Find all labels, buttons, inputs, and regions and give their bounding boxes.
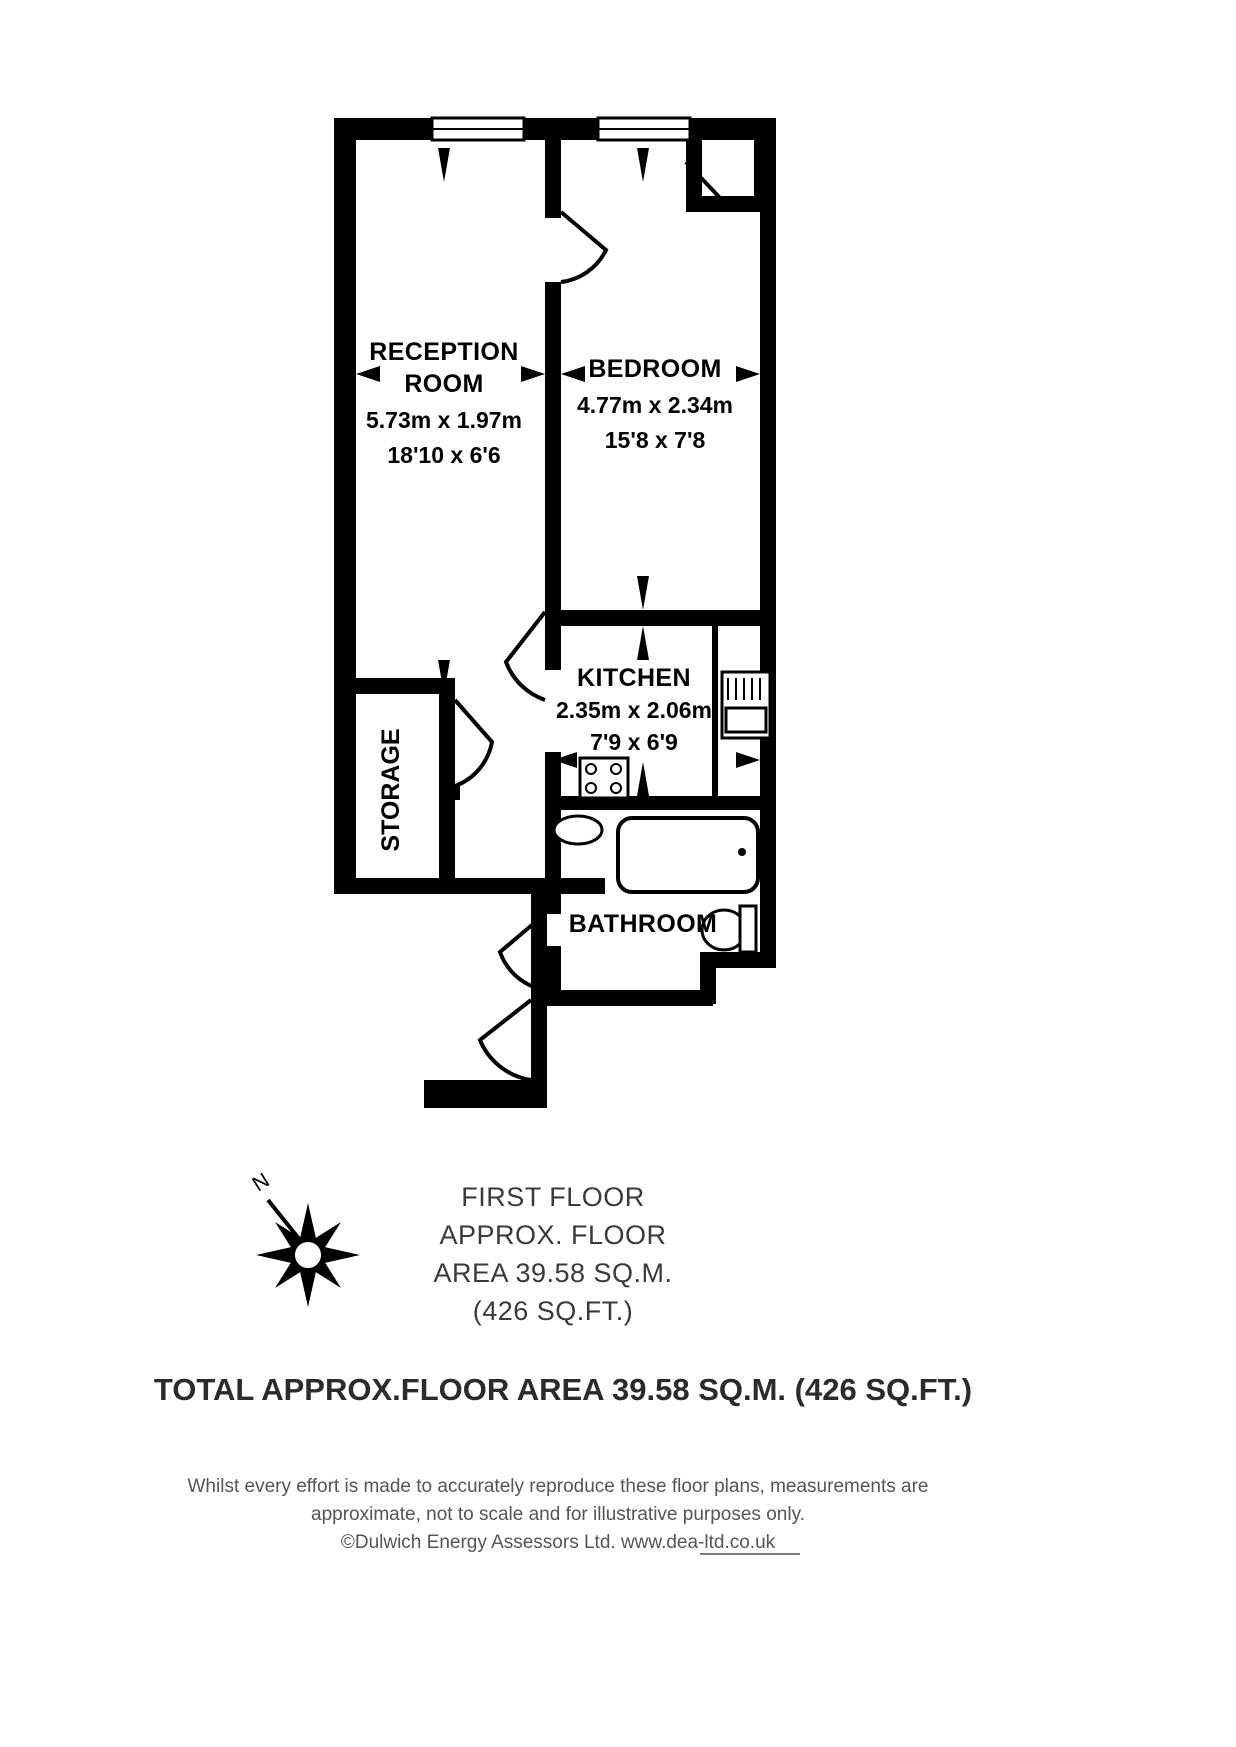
wall-kitchen-top <box>545 610 776 626</box>
washbasin-icon <box>552 814 604 846</box>
wall-storage-right <box>439 694 455 878</box>
total-floor-area-text: TOTAL APPROX.FLOOR AREA 39.58 SQ.M. (426… <box>154 1372 972 1407</box>
reception-room-label-line1: RECEPTION <box>369 338 518 366</box>
wall-top-left-stub <box>334 118 434 140</box>
door-kitchen <box>503 610 547 702</box>
disclaimer-line-2: approximate, not to scale and for illust… <box>311 1504 805 1525</box>
wall-storage-bottom <box>345 878 605 894</box>
wall-divider-lower <box>545 282 561 612</box>
compass-hub <box>291 1238 325 1272</box>
wall-bathroom-bottom <box>545 990 713 1006</box>
windows-group <box>430 116 692 142</box>
dim-arrow-kitchen-depth-bottom <box>637 762 649 796</box>
kitchen-label: KITCHEN <box>577 664 691 692</box>
summary-line-1: FIRST FLOOR <box>461 1182 645 1212</box>
floor-summary-block: FIRST FLOOR APPROX. FLOOR AREA 39.58 SQ.… <box>433 1182 672 1326</box>
wall-right-bedroom <box>760 206 776 626</box>
dim-arrow-kitchen-depth-top <box>637 626 649 660</box>
door-bathroom <box>497 912 547 992</box>
wall-bathroom-step <box>700 952 776 968</box>
bathroom-label: BATHROOM <box>569 910 718 938</box>
dim-arrow-reception-right <box>521 366 545 382</box>
bedroom-label: BEDROOM <box>588 355 721 383</box>
compass-point-s <box>299 1261 317 1307</box>
bedroom-metric: 4.77m x 2.34m <box>577 392 733 418</box>
doors-group <box>450 160 761 1082</box>
dim-arrow-bedroom-depth <box>637 576 649 610</box>
dim-arrow-reception-vertical <box>438 148 450 182</box>
wall-storage-top <box>345 678 455 694</box>
wall-bathroom-left-lower <box>545 946 561 1006</box>
dimension-arrows-group <box>356 148 760 796</box>
wall-hall-bottom <box>424 1080 547 1096</box>
wall-hall-bottom2 <box>424 1094 547 1108</box>
wall-divider-upper <box>545 118 561 218</box>
wall-kitchen-left-lower <box>545 752 561 808</box>
wall-right-upper <box>754 118 776 208</box>
dim-arrow-reception-left <box>356 366 380 382</box>
toilet-cistern-icon <box>738 904 758 954</box>
reception-room-imperial: 18'10 x 6'6 <box>387 442 500 468</box>
hob-burner-3 <box>585 782 597 794</box>
storage-label: STORAGE <box>377 728 405 851</box>
summary-line-4: (426 SQ.FT.) <box>473 1296 634 1326</box>
compass-point-sw <box>275 1261 302 1288</box>
dim-arrow-kitchen-right <box>736 752 760 768</box>
dim-arrow-bedroom-right <box>736 366 760 382</box>
disclaimer-line-3: ©Dulwich Energy Assessors Ltd. www.dea-l… <box>341 1532 776 1553</box>
dim-arrow-bedroom-vertical <box>637 148 649 182</box>
disclaimer-line-1: Whilst every effort is made to accuratel… <box>188 1476 929 1497</box>
summary-line-3: AREA 39.58 SQ.M. <box>433 1258 672 1288</box>
compass-point-se <box>314 1261 341 1288</box>
wall-left-outer <box>334 118 356 894</box>
bathtub-drain <box>738 848 746 856</box>
compass-point-nw <box>275 1222 302 1249</box>
bathtub-icon <box>616 816 760 894</box>
compass-point-e <box>314 1246 360 1264</box>
dim-arrow-kitchen-left <box>553 752 577 768</box>
walls-group <box>334 118 776 1108</box>
bedroom-imperial: 15'8 x 7'8 <box>605 427 706 453</box>
compass-point-n <box>299 1203 317 1249</box>
kitchen-fixtures-group <box>578 670 772 800</box>
disclaimer-block: Whilst every effort is made to accuratel… <box>188 1476 929 1555</box>
kitchen-imperial: 7'9 x 6'9 <box>590 729 678 755</box>
compass-point-w <box>256 1246 302 1264</box>
door-storage <box>453 698 495 788</box>
hob-burner-2 <box>610 763 622 775</box>
compass-rose-icon: N <box>248 1169 360 1307</box>
kitchen-metric: 2.35m x 2.06m <box>556 697 712 723</box>
dim-arrow-storage <box>438 660 450 694</box>
compass-point-ne <box>314 1222 341 1249</box>
bathroom-fixtures-group <box>552 814 760 954</box>
hob-burner-4 <box>610 782 622 794</box>
compass-north-needle <box>266 1198 302 1242</box>
compass-star <box>256 1203 360 1307</box>
wall-kitchen-right-divider <box>712 610 718 800</box>
sink-basin <box>724 706 768 734</box>
door-hall-entry <box>477 998 533 1082</box>
wall-top-right-stub <box>686 118 776 140</box>
wall-alcove-left <box>686 140 702 212</box>
reception-room-label-line2: ROOM <box>404 370 483 398</box>
wall-kitchen-left-upper <box>545 610 561 670</box>
hob-burner-1 <box>585 763 597 775</box>
reception-room-metric: 5.73m x 1.97m <box>366 407 522 433</box>
door-bedroom-alcove <box>684 160 761 211</box>
room-labels-group: RECEPTION ROOM 5.73m x 1.97m 18'10 x 6'6… <box>366 338 733 938</box>
summary-line-2: APPROX. FLOOR <box>439 1220 666 1250</box>
dim-arrow-bedroom-left <box>561 366 585 382</box>
door-reception-bedroom <box>559 210 609 284</box>
wall-hall-right <box>531 894 547 1094</box>
